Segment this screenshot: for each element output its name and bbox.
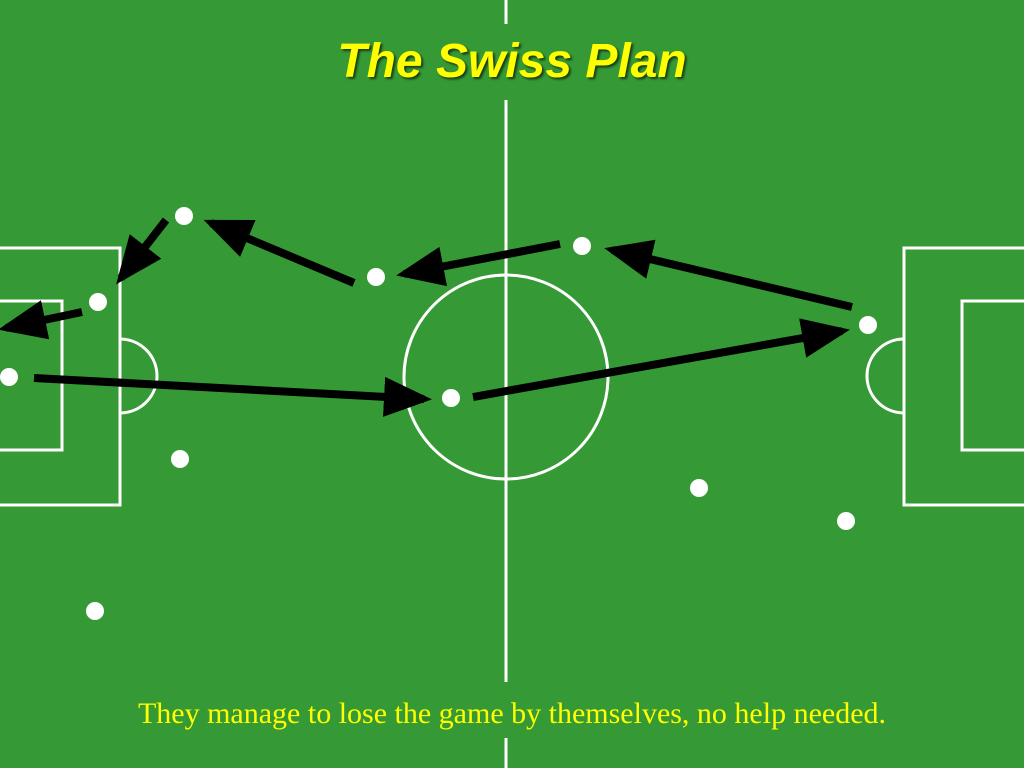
players	[0, 207, 877, 620]
right-penalty-box	[902, 246, 1024, 507]
player-dot	[367, 268, 385, 286]
slide-caption: They manage to lose the game by themselv…	[137, 697, 887, 730]
player-dot	[837, 512, 855, 530]
slide-title: The Swiss Plan	[337, 35, 687, 88]
left-penalty-box	[0, 246, 122, 507]
player-dot	[0, 368, 18, 386]
player-dot	[86, 602, 104, 620]
right-goal-box	[960, 299, 1024, 452]
pass-arrow-6	[116, 217, 170, 285]
pass-arrow-5	[203, 219, 356, 287]
left-penalty-arc	[119, 337, 159, 415]
right-penalty-arc	[865, 337, 905, 415]
player-dot	[573, 237, 591, 255]
pass-arrow-3	[604, 239, 853, 311]
player-dot	[89, 293, 107, 311]
pass-arrow-2	[472, 318, 850, 401]
pass-arrows	[0, 217, 853, 417]
pass-arrow-7	[0, 300, 83, 340]
player-dot	[442, 389, 460, 407]
player-dot	[171, 450, 189, 468]
player-dot	[690, 479, 708, 497]
pass-arrow-4	[396, 240, 561, 287]
pass-arrow-1	[33, 374, 432, 417]
player-dot	[859, 316, 877, 334]
player-dot	[175, 207, 193, 225]
